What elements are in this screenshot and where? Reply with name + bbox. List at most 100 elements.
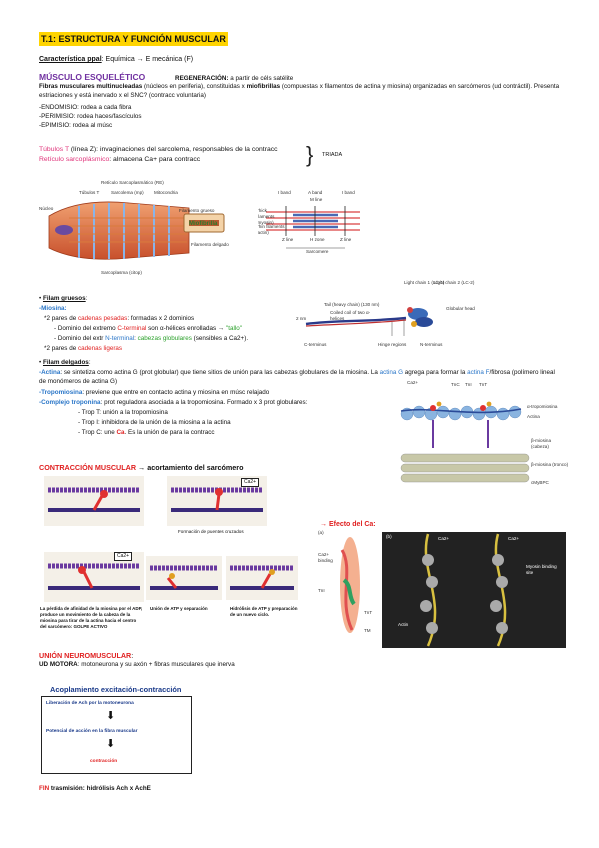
n-terminus-label: N-terminus [420,342,443,347]
nucleus-fig-label: Núcleo [39,206,54,211]
n-terminal-line: - Dominio del extr N-terminal: cabezas g… [54,335,248,344]
regeneration-text: a partir de céls satélite [228,75,294,82]
contraction-caption-3: Hidrólisis de ATP y preparación de un nu… [230,606,298,618]
contraction-caption-2: Unión de ATP y separación [150,606,208,611]
hzone-label: H zone [310,237,325,242]
sr-label: Retículo sarcoplásmico [39,156,110,163]
coupling-step-3: contracción [90,759,118,764]
ca-binding-label: Ca2+ binding [318,552,333,564]
tropi-line: - Trop I: inhibidora de la unión de la m… [78,419,231,426]
myosin-figure: Light chain 1 (LC-1) Light chain 2 (LC-2… [296,280,476,360]
epimisio-line: -EPIMISIO: rodea al músc [39,122,113,129]
fibers-label: Fibras musculares multinucleadas [39,83,143,90]
actin-paragraph: -Actina: se sintetiza como actina G (pro… [39,369,559,386]
ca-effect-figure: (a) (b) Ca2+ binding TnI TnT TM Actin My… [318,530,570,650]
triad-label: TRIADA [322,152,343,158]
tropomyosin-label: -Tropomiosina [39,389,83,396]
sr-line: Retículo sarcoplásmico: almacena Ca+ par… [39,155,200,164]
actin-label: -Actina [39,369,61,376]
thin-filaments-label: Thin filaments (actin) [258,224,285,236]
contraction-panel-4 [146,556,222,600]
heavy-chains-line: *2 pares de cadenas pesadas: formadas x … [44,315,194,324]
pairs2-pre: *2 pares de [44,345,78,352]
tropomyosin-fig-label: α-tropomiosina [527,404,558,409]
two-nm-label: 2 nm [296,316,307,321]
myofibrils-text: (compuestas x filamentos de actina y mio… [39,83,560,99]
motor-unit-label: UD MOTORA [39,661,78,668]
tropomyosin-line: -Tropomiosina: previene que entre en con… [39,389,399,398]
contraction-illustration-2 [171,487,263,512]
thin-filament-figure: TnC TnI TnT Ca2+ α-tropomiosina Actina β… [393,378,569,490]
thick-filament-fig-label: Filamento grueso [179,208,215,213]
hinge-label: Hinge regions [378,342,407,347]
myosin-binding-site-label: Myosin binding site [526,564,557,576]
light-chains-line: *2 pares de cadenas ligeras [44,345,122,354]
ca-box-1: Ca2+ [241,478,260,487]
sr-text: : almacena Ca+ para contracc [109,156,201,163]
thin-heading-line: • Filam delgados: [39,359,91,366]
main-characteristic: Característica ppal: Equímica → E mecáni… [39,55,193,64]
cmybpc-fig-label: cMyBPC [531,480,549,485]
troponin-text: : prot reguladora asociada a la tropomio… [100,399,308,406]
myosin-illustration [305,307,433,336]
actin-f: actina F [467,369,490,376]
troponin-label: -Complejo troponina [39,399,101,406]
n-mid: : [134,335,138,342]
ca-box-2: Ca2+ [114,552,133,561]
contraction-illustration-5 [230,565,294,590]
zline-left-label: Z line [282,237,294,242]
ca-effect-heading: → Efecto del Ca: [320,521,376,528]
coupling-step-2: Potencial de acción en la fibra muscular [46,729,138,734]
actin-text3: /fibrosa (polímero lineal de monómeros d… [39,369,555,385]
tni-ca-label: TnI [318,588,325,593]
iband-right-label: I band [342,190,355,195]
thin-heading: Filam delgados [42,359,89,366]
tnt-ca-label: TnT [364,610,373,615]
panel-b-label: (b) [386,534,392,539]
n-post: (sensibles a Ca2+). [191,335,249,342]
thick-filaments-label: Thick filaments (myosin) [258,208,275,226]
thin-filament-illustration [400,401,530,483]
coupling-step-1: Liberación de Ach por la motoneurona [46,701,134,706]
skeletal-heading: MÚSCULO ESQUELÉTICO [39,72,146,82]
tropomyosin-text: : previene que entre en contacto actina … [82,389,270,396]
tail-label: Tail (heavy chain) (130 nm) [324,302,380,307]
sarcomere-illustration [266,206,360,249]
actin-text2: agrega para formar la [403,369,468,376]
contraction-panel-5 [226,556,298,600]
muscle-fiber-figure: Retículo Sarcoplasmático (RE) Túbulos T … [39,178,229,280]
mline-label: M line [310,197,323,202]
pairs1-post: : formadas x 2 dominios [127,315,195,322]
sr-fig-label: Retículo Sarcoplasmático (RE) [101,180,164,185]
arrow-down-icon: ⬇ [106,710,116,722]
sarcomere-label: Sarcomere [306,249,329,254]
tm-label: TM [364,628,371,633]
aband-label: A band [308,190,323,195]
lc2-label: Light chain 2 (LC-2) [434,280,475,285]
t-tubule-fig-label: Túbulos T [79,190,100,195]
nmj-heading-line: UNIÓN NEUROMUSCULAR: [39,651,133,661]
fibers-text: (núcleos en periferia), constituidas x [142,83,247,90]
contraction-panel-1 [44,476,144,526]
fibers-paragraph: Fibras musculares multinucleadas (núcleo… [39,83,569,100]
c-pre: - Dominio del extremo [54,325,118,332]
myofibril-fig-label: Miofibrilla [189,221,218,227]
zline-right-label: Z line [340,237,352,242]
coupling-box: Liberación de Ach por la motoneurona ⬇ P… [41,696,192,774]
iband-left-label: I band [278,190,291,195]
c-mid: son α-hélices enrolladas → [146,325,226,332]
tropt-line: - Trop T: unión a la tropomiosina [78,409,168,416]
tnc-label: TnC [451,382,460,387]
end-label: FIN [39,785,50,792]
mitochondria-fig-label: Mitocondria [154,190,178,195]
myofibrils-label: miofibrillas [246,83,281,90]
nmj-heading-post: : [131,651,134,660]
contraction-illustration-3 [48,563,140,590]
actin-ca-label: Actin [398,622,409,627]
contraction-panel-2: Ca2+ [167,476,267,526]
ca-thin-label: Ca2+ [407,380,419,385]
contraction-heading-post: → acortamiento del sarcómero [136,463,244,472]
page-title: T.1: ESTRUCTURA Y FUNCIÓN MUSCULAR [39,32,228,47]
coiled-coil-label: Coiled coil of two α-helices [330,310,371,322]
muscle-fiber-illustration [48,201,225,260]
